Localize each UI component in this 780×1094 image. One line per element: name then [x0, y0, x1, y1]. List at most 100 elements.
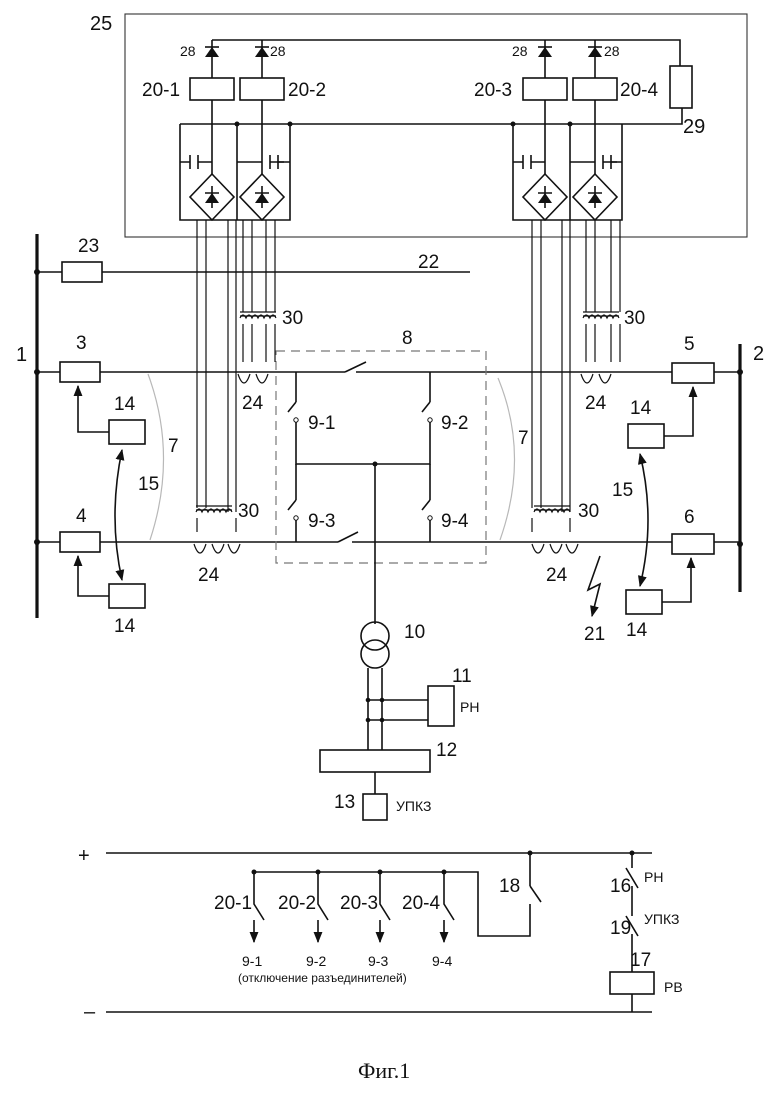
output-9-1: 9-1	[242, 953, 262, 969]
lines-7: 7 7	[148, 374, 529, 540]
output-9-4: 9-4	[432, 953, 452, 969]
label-25: 25	[90, 13, 112, 35]
breaker-5	[672, 363, 714, 383]
label-5: 5	[684, 334, 695, 355]
diode-label-4: 28	[604, 43, 620, 59]
label-4: 4	[76, 506, 87, 527]
transformer-10: 10 11 РН 12 13 УПКЗ	[320, 622, 479, 820]
relay-label-20-1: 20-1	[142, 80, 180, 101]
breaker-23	[62, 262, 102, 282]
relay-17	[610, 972, 654, 994]
drive-14-1	[109, 420, 145, 444]
label-30-4: 30	[578, 501, 599, 522]
contact-label-20-1: 20-1	[214, 893, 252, 914]
label-10: 10	[404, 622, 425, 643]
breaker-4	[60, 532, 100, 552]
label-rn-bottom: РН	[644, 869, 663, 885]
label-19: 19	[610, 918, 631, 939]
drive-14-3	[628, 424, 664, 448]
rectifier-bridge-4	[570, 124, 622, 220]
contact-label-20-2: 20-2	[278, 893, 316, 914]
relay-20-2	[240, 78, 284, 100]
label-upkz-top: УПКЗ	[396, 798, 431, 814]
label-15-left: 15	[138, 474, 159, 495]
rectifier-bridge-2	[237, 124, 290, 220]
relay-20-1	[190, 78, 234, 100]
label-rn-top: РН	[460, 699, 479, 715]
device-13	[363, 794, 387, 820]
label-13: 13	[334, 792, 355, 813]
diode-28-1	[205, 40, 219, 78]
contact-label-20-4: 20-4	[402, 893, 440, 914]
label-7-right: 7	[518, 428, 529, 449]
relay-label-20-3: 20-3	[474, 80, 512, 101]
fault-21: 21	[584, 556, 605, 645]
label-9-2: 9-2	[441, 413, 468, 434]
block-12	[320, 750, 430, 772]
diode-label-2: 28	[270, 43, 286, 59]
label-22: 22	[418, 252, 439, 273]
relay-label-20-4: 20-4	[620, 80, 658, 101]
label-18: 18	[499, 876, 520, 897]
label-21: 21	[584, 624, 605, 645]
label-15-right: 15	[612, 480, 633, 501]
diode-label-3: 28	[512, 43, 528, 59]
coupling-15: 15 15	[115, 450, 648, 586]
rectifier-bridge-1	[180, 124, 237, 220]
relay-11	[428, 686, 454, 726]
diode-28-3	[538, 40, 552, 78]
label-bus-1: 1	[16, 344, 27, 366]
label-17: 17	[630, 950, 651, 971]
label-11: 11	[452, 666, 472, 687]
label-rv: РВ	[664, 979, 683, 995]
label-29: 29	[683, 116, 705, 138]
ct-wiring	[197, 220, 620, 512]
plus-sign: +	[78, 845, 90, 867]
current-transformers: 30 30 30 30 24 24 24 24	[194, 308, 645, 586]
label-6: 6	[684, 507, 695, 528]
label-14-1: 14	[114, 394, 136, 415]
minus-sign: –	[84, 1001, 96, 1023]
diode-28-4	[588, 40, 602, 78]
label-12: 12	[436, 740, 457, 761]
label-24-4: 24	[546, 565, 568, 586]
label-14-4: 14	[626, 620, 648, 641]
label-upkz-bottom: УПКЗ	[644, 911, 679, 927]
label-30-3: 30	[238, 501, 259, 522]
label-8: 8	[402, 328, 413, 349]
label-30-1: 30	[282, 308, 303, 329]
drive-14-2	[109, 584, 145, 608]
relay-20-3	[523, 78, 567, 100]
control-circuit: + – 18 20-1 20-2 20-3 20-4 9-1 9-2 9-3 9…	[78, 845, 683, 1023]
upper-line: 3 5	[34, 333, 743, 383]
label-3: 3	[76, 333, 87, 354]
label-7-left: 7	[168, 436, 179, 457]
label-14-3: 14	[630, 398, 652, 419]
relay-label-20-2: 20-2	[288, 80, 326, 101]
resistor-29	[670, 66, 692, 108]
outputs-note: (отключение разъединителей)	[238, 971, 407, 985]
rectifier-bridge-3	[513, 124, 570, 220]
label-14-2: 14	[114, 616, 136, 637]
diode-28-2	[255, 40, 269, 78]
label-24-1: 24	[242, 393, 264, 414]
label-24-3: 24	[198, 565, 220, 586]
breaker-3	[60, 362, 100, 382]
figure-caption: Фиг.1	[358, 1058, 410, 1083]
breaker-6	[672, 534, 714, 554]
protection-block-25: 25 29 28 28 28 28	[90, 13, 747, 237]
drives-14: 14 14 14 14	[78, 386, 693, 641]
label-23: 23	[78, 236, 99, 257]
label-9-1: 9-1	[308, 413, 335, 434]
lower-line: 4 6	[34, 506, 743, 554]
label-bus-2: 2	[753, 343, 764, 365]
output-9-2: 9-2	[306, 953, 326, 969]
diode-label-1: 28	[180, 43, 196, 59]
output-9-3: 9-3	[368, 953, 388, 969]
label-9-3: 9-3	[308, 511, 335, 532]
drive-14-4	[626, 590, 662, 614]
label-9-4: 9-4	[441, 511, 469, 532]
label-16: 16	[610, 876, 631, 897]
relay-20-4	[573, 78, 617, 100]
